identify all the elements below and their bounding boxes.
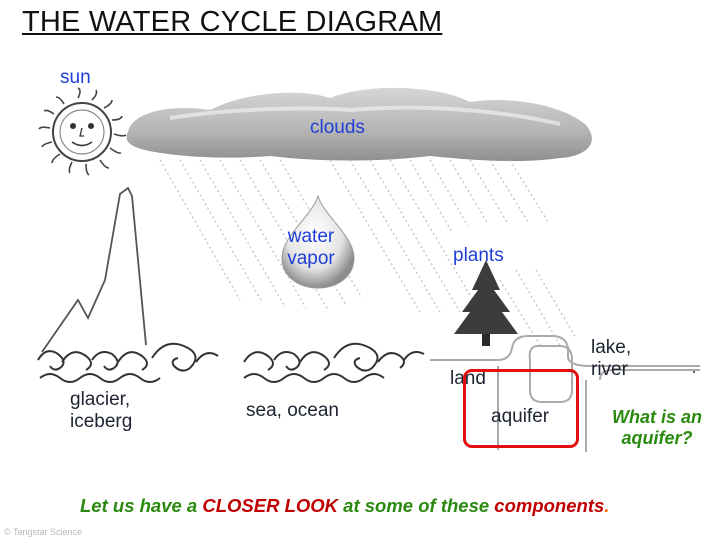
caption-emphasis-components: components [494,495,605,516]
aquifer-highlight-box [463,369,579,448]
glacier-label-line2: iceberg [70,411,133,432]
water-vapor-label-line2: vapor [287,248,335,269]
sea-label: sea, ocean [246,400,339,421]
land-aquifer-outline [430,335,700,452]
lake-label-line2: river [591,359,628,380]
copyright-notice: © Tangstar Science [4,527,83,537]
lake-label-line1: lake, [591,337,632,358]
caption-period: . [604,495,610,516]
sun-icon [38,87,127,176]
aquifer-question-line2: aquifer? [621,428,693,448]
mountain-illustration [41,186,147,353]
caption-part3: at some of these [338,495,495,516]
sun-label: sun [60,67,91,88]
plants-label: plants [453,245,504,266]
caption-part1: Let us have a [80,495,203,516]
water-vapor-label: water vapor [282,226,340,270]
tree-icon [454,260,518,346]
closer-look-caption: Let us have a CLOSER LOOK at some of the… [80,495,609,517]
ocean-waves-illustration [37,342,425,383]
clouds-label: clouds [310,117,365,138]
rain-streaks [159,159,577,346]
lake-river-label: lake, river [591,337,631,381]
water-drop-icon [281,194,355,289]
clouds-illustration [126,87,592,162]
water-vapor-label-line1: water [287,226,335,247]
aquifer-label: aquifer [491,406,550,427]
glacier-label: glacier, iceberg [70,389,132,433]
glacier-label-line1: glacier, [70,389,131,410]
aquifer-question: What is an aquifer? [598,407,716,449]
caption-emphasis-closer-look: CLOSER LOOK [202,495,339,516]
diagram-title: THE WATER CYCLE DIAGRAM [22,6,443,38]
aquifer-question-line1: What is an [611,407,702,427]
land-label: land [450,368,486,389]
